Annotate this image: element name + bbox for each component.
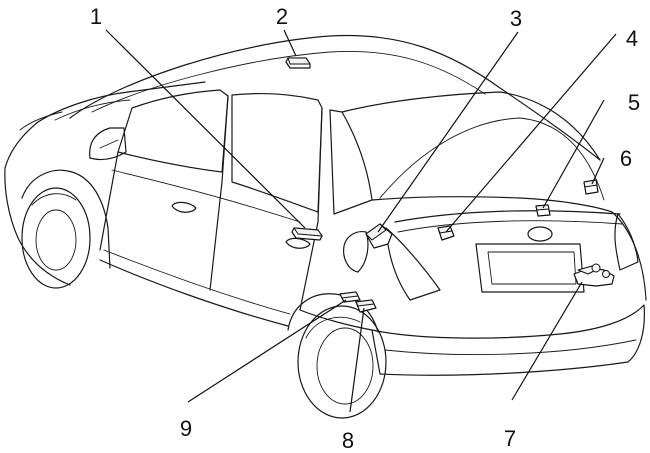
component-3-module bbox=[365, 223, 393, 249]
leader-line-5 bbox=[542, 99, 605, 209]
callout-2: 2 bbox=[276, 4, 288, 29]
component-5-module bbox=[535, 204, 551, 217]
component-2-roof-module bbox=[285, 57, 311, 69]
component-4-module bbox=[437, 225, 455, 241]
callout-4: 4 bbox=[626, 26, 638, 51]
leader-lines bbox=[105, 29, 617, 413]
leader-line-2 bbox=[283, 29, 297, 57]
leader-line-1 bbox=[105, 29, 306, 229]
callout-6: 6 bbox=[620, 146, 632, 171]
leader-line-6 bbox=[591, 157, 605, 185]
component-9-module bbox=[339, 291, 361, 303]
callout-8: 8 bbox=[342, 428, 354, 453]
callout-numbers: 1 2 3 4 5 6 7 8 9 bbox=[90, 4, 640, 453]
callout-5: 5 bbox=[628, 90, 640, 115]
callout-7: 7 bbox=[504, 426, 516, 451]
leader-line-4 bbox=[445, 33, 617, 233]
leader-line-8 bbox=[349, 307, 365, 413]
component-7-battery-assembly bbox=[573, 263, 615, 287]
leader-line-7 bbox=[511, 281, 583, 401]
callout-1: 1 bbox=[90, 4, 102, 29]
component-1-relay-block bbox=[291, 227, 323, 241]
callout-9: 9 bbox=[180, 416, 192, 441]
leader-line-3 bbox=[377, 31, 519, 233]
callout-3: 3 bbox=[510, 6, 522, 31]
leader-line-9 bbox=[187, 299, 347, 403]
component-6-module bbox=[583, 179, 599, 195]
component-8-module bbox=[355, 299, 377, 313]
car-body-outline bbox=[4, 34, 647, 419]
